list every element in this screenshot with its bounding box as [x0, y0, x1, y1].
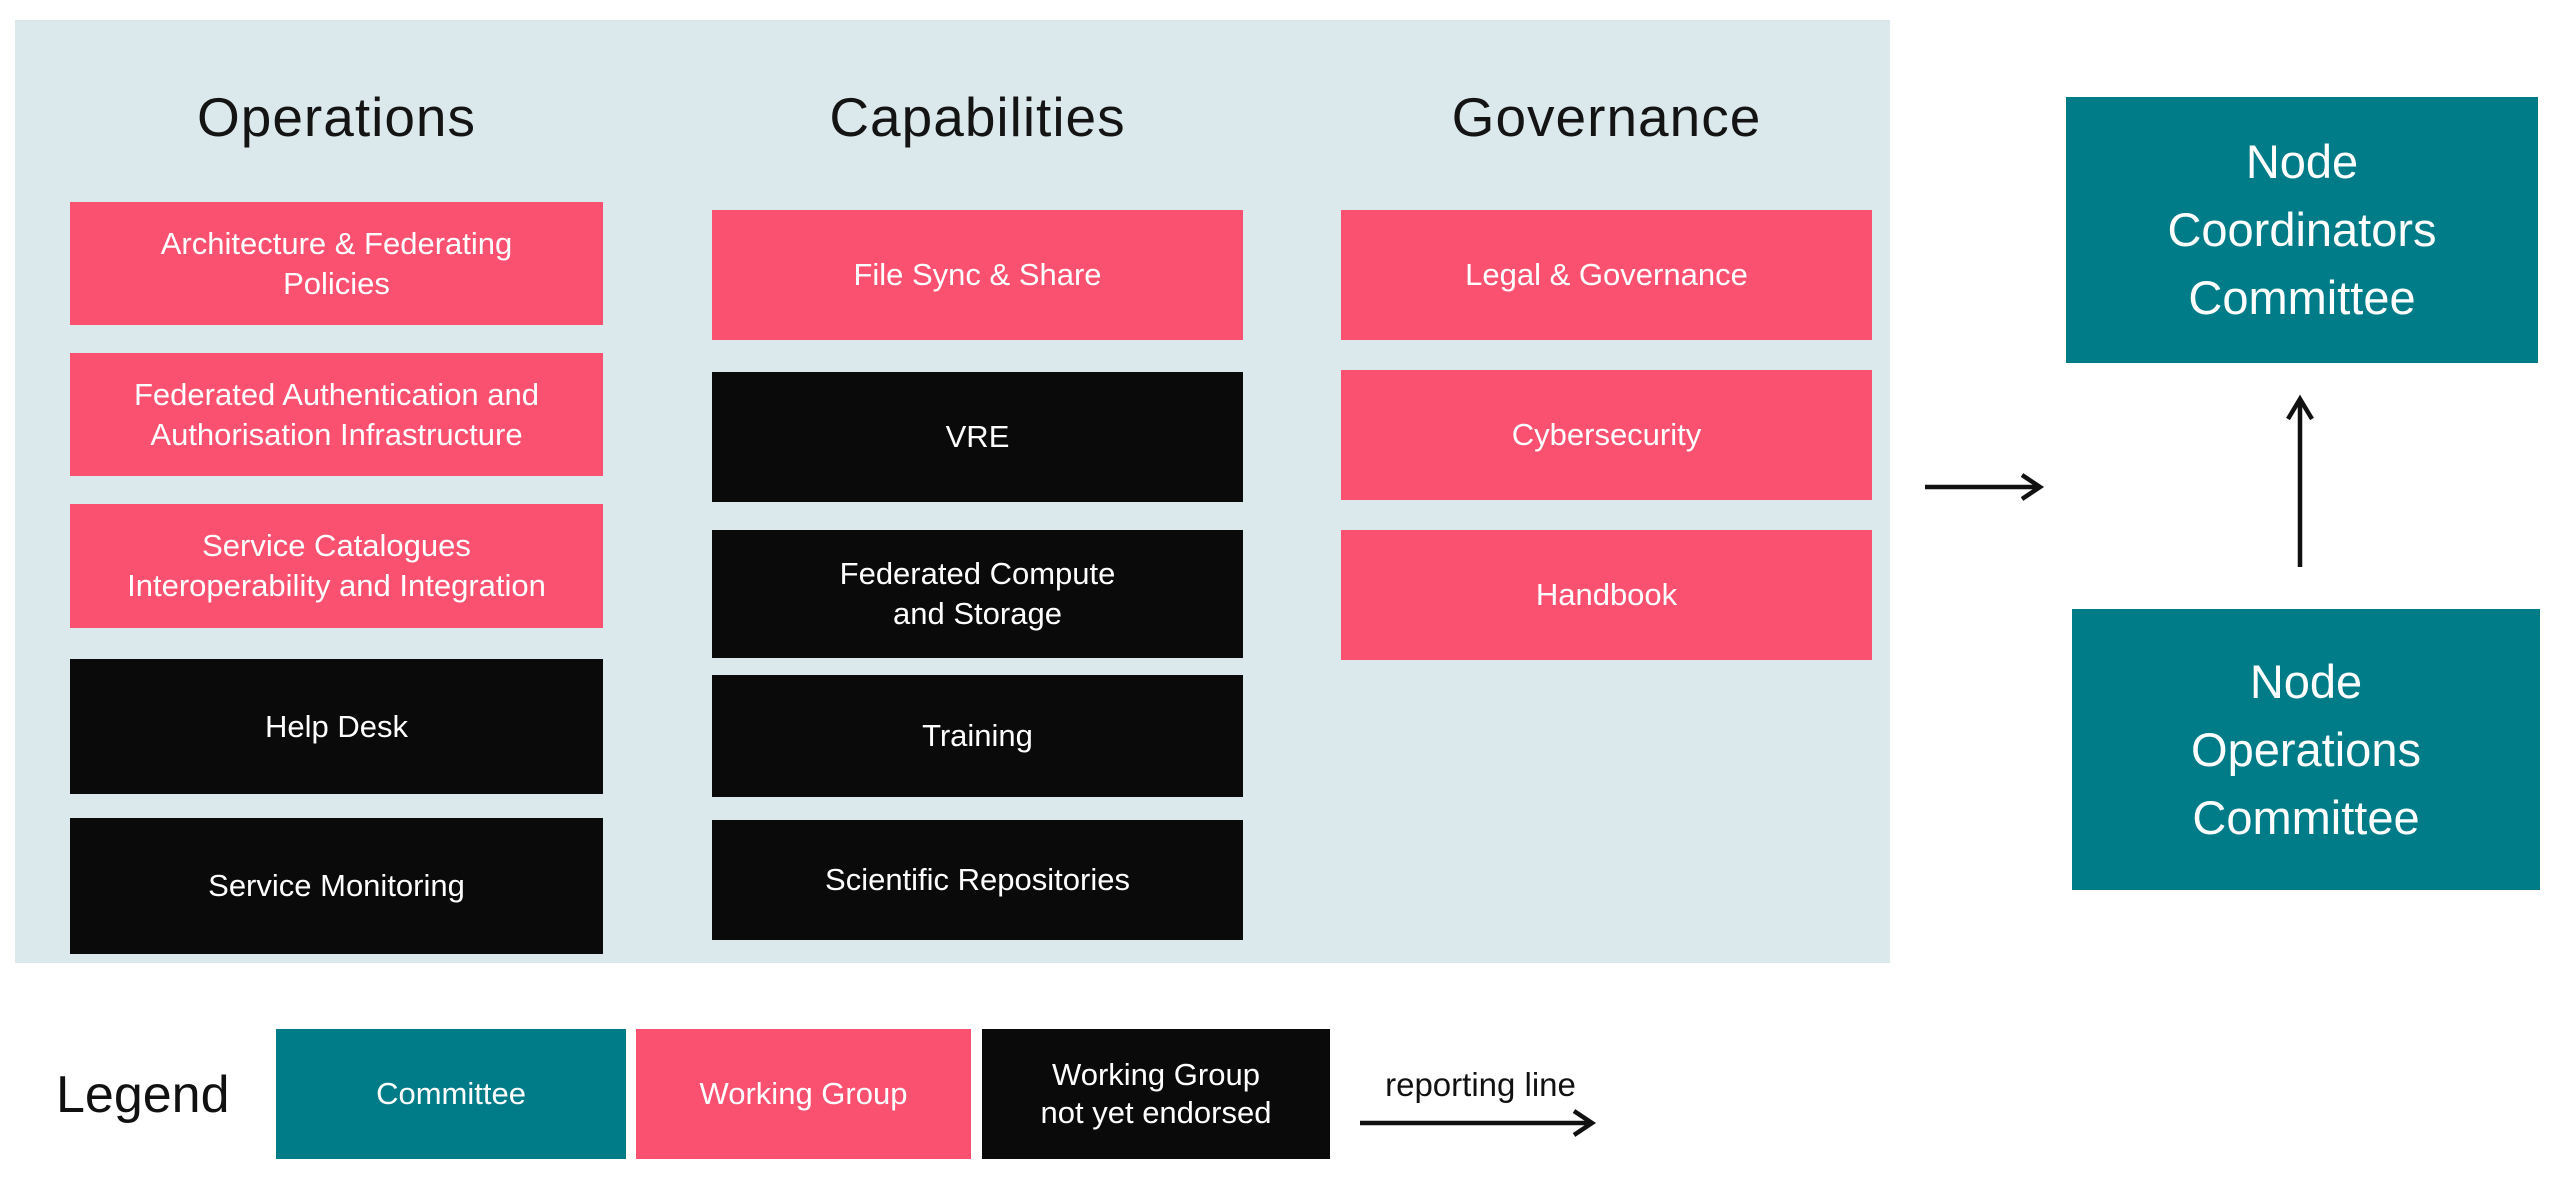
governance-box: Legal & Governance — [1341, 210, 1872, 340]
capabilities-box: Training — [712, 675, 1243, 797]
reporting-arrow-up-icon — [2286, 394, 2314, 567]
operations-box: Help Desk — [70, 659, 603, 794]
working-groups-panel: Operations Capabilities Governance Archi… — [15, 20, 1890, 963]
legend-working-group-box: Working Group — [636, 1029, 971, 1159]
capabilities-box: File Sync & Share — [712, 210, 1243, 340]
capabilities-box: Federated Compute and Storage — [712, 530, 1243, 658]
column-title-operations: Operations — [196, 86, 477, 148]
operations-box: Federated Authentication and Authorisati… — [70, 353, 603, 476]
operations-box: Service Catalogues Interoperability and … — [70, 504, 603, 628]
legend-working-group-not-endorsed-box: Working Group not yet endorsed — [982, 1029, 1330, 1159]
reporting-arrow-right-icon — [1925, 473, 2045, 501]
capabilities-box: VRE — [712, 372, 1243, 502]
node-operations-committee-box: Node Operations Committee — [2072, 609, 2540, 890]
governance-box: Handbook — [1341, 530, 1872, 660]
column-title-capabilities: Capabilities — [829, 86, 1126, 148]
legend-committee-box: Committee — [276, 1029, 626, 1159]
governance-box: Cybersecurity — [1341, 370, 1872, 500]
operations-box: Architecture & Federating Policies — [70, 202, 603, 325]
capabilities-box: Scientific Repositories — [712, 820, 1243, 940]
legend-reporting-arrow-icon — [1360, 1109, 1597, 1137]
legend-reporting-line-label: reporting line — [1385, 1066, 1576, 1103]
column-title-governance: Governance — [1451, 86, 1762, 148]
operations-box: Service Monitoring — [70, 818, 603, 954]
legend-title: Legend — [56, 1066, 230, 1124]
node-coordinators-committee-box: Node Coordinators Committee — [2066, 97, 2538, 363]
